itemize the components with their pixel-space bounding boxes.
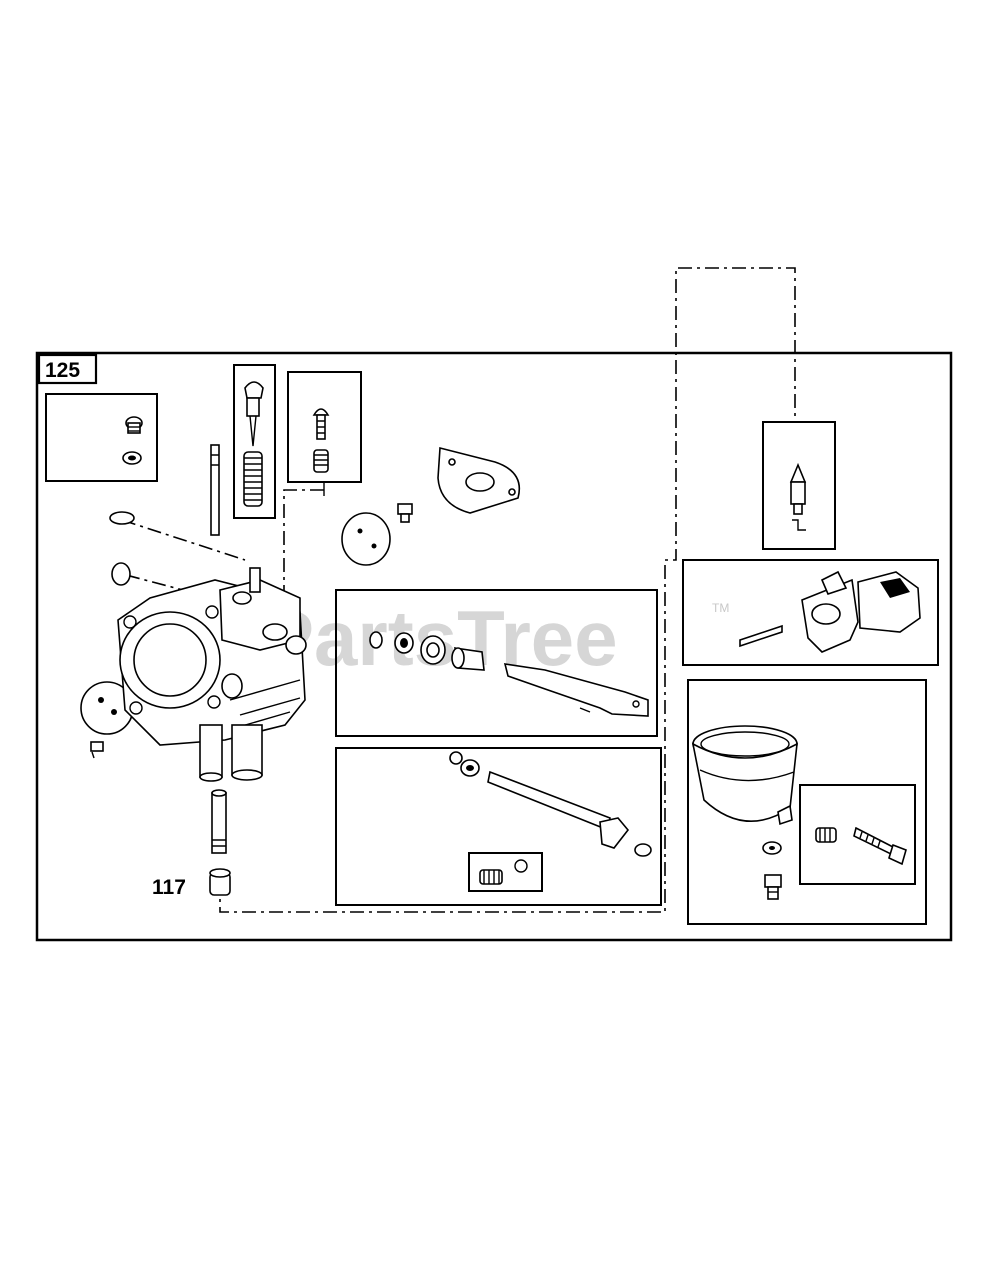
kit-number-callout: 125 [37,353,98,385]
inset-needle-spring [233,364,276,519]
watermark: PartsTree TM [262,594,729,682]
kit-number-label: 125 [45,359,80,382]
inset-screw-spring [287,371,362,496]
inlet-fitting-label: 117 [152,876,186,899]
panel-float [682,559,939,666]
panel-throttle-shaft [335,747,662,906]
inset-screw-washer [45,393,158,482]
carburetor-body [117,567,307,896]
inset-float-needle [762,421,836,550]
panel-choke-shaft [335,589,658,737]
watermark-trademark: TM [712,601,729,615]
panel-float-bowl [687,679,927,925]
diagram-frame [35,351,953,942]
